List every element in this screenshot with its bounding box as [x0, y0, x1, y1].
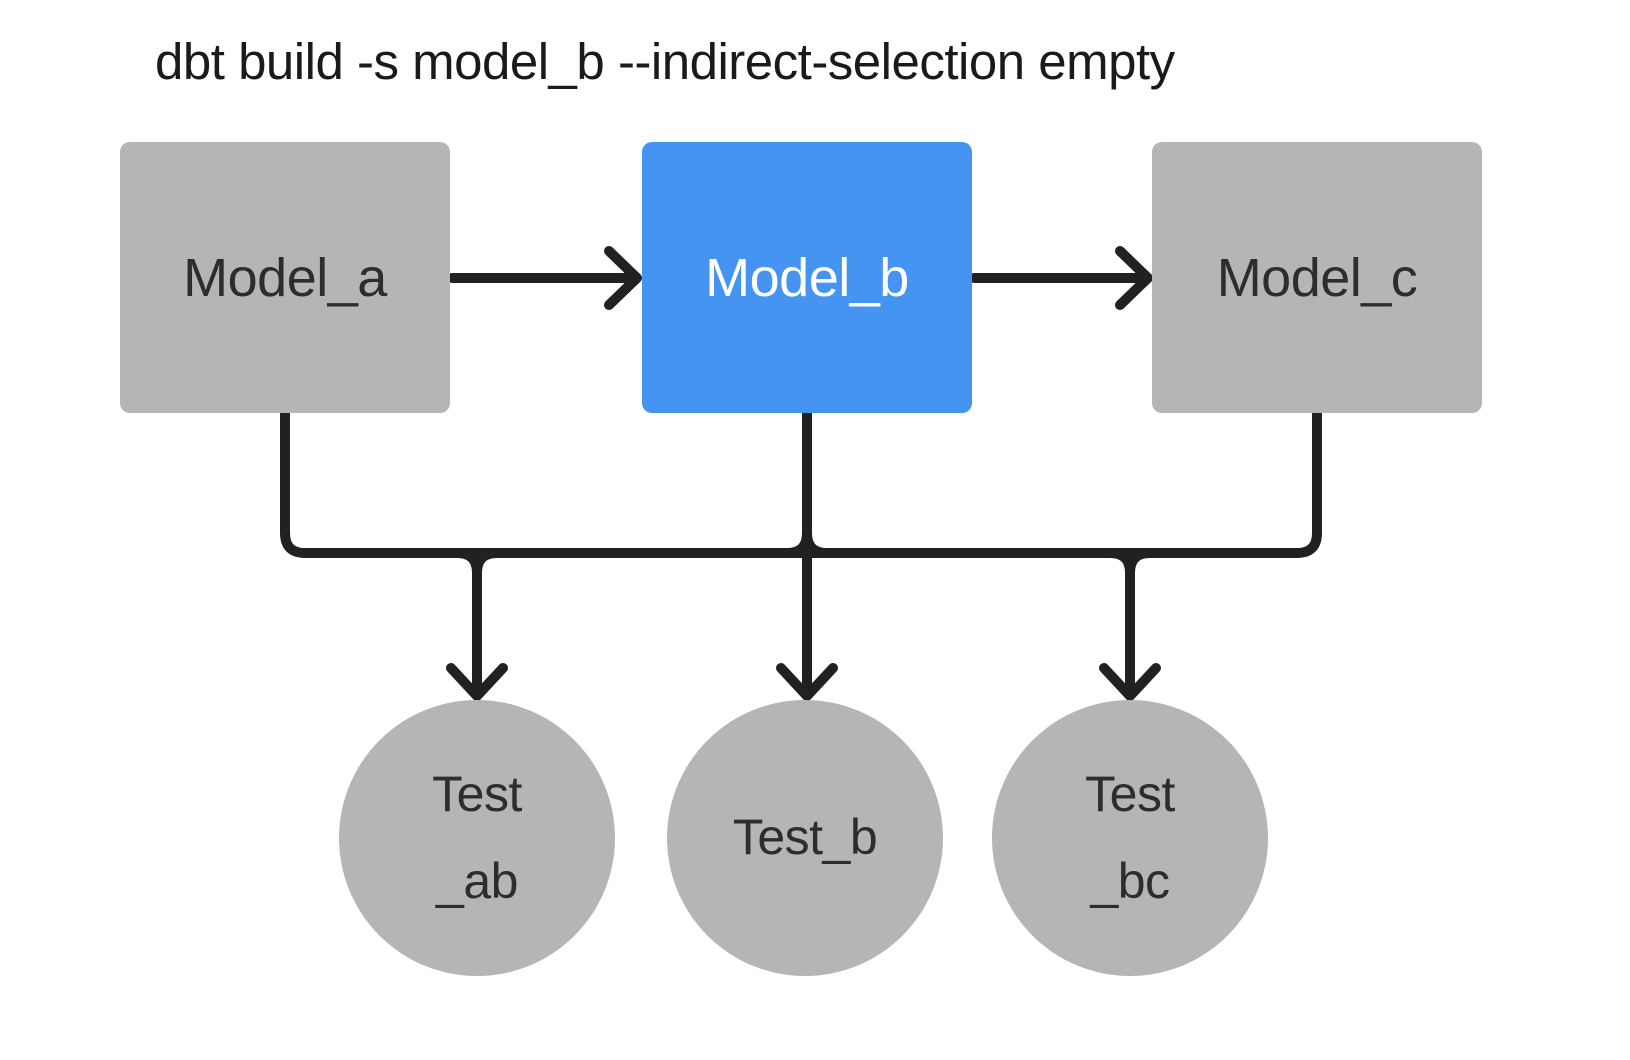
- edge-model-b-to-test-b: [782, 408, 832, 699]
- node-model-b-label: Model_b: [705, 247, 909, 308]
- node-test-ab: Test _ab: [339, 700, 615, 976]
- node-model-a-label: Model_a: [183, 247, 387, 308]
- node-test-bc: Test _bc: [992, 700, 1268, 976]
- arrowhead-test-ab: [446, 663, 508, 701]
- node-model-c: Model_c: [1152, 142, 1482, 413]
- edge-models-to-tests-bus: [280, 408, 1322, 558]
- edge-bus-branch-test-ab: [452, 548, 502, 699]
- arrowhead-test-bc: [1099, 663, 1161, 701]
- node-test-ab-label-line2: _ab: [436, 853, 518, 909]
- node-test-b-label-line1: Test_b: [732, 809, 878, 866]
- arrowhead-test-b: [776, 663, 838, 701]
- edge-bus-branch-test-bc: [1105, 548, 1155, 699]
- arrowhead-model-c: [1115, 246, 1153, 310]
- node-test-ab-label-line1: Test: [432, 765, 522, 822]
- node-test-bc-label-line1: Test: [1085, 765, 1175, 822]
- node-test-bc-label-line2: _bc: [1090, 853, 1170, 909]
- node-model-b-selected: Model_b: [642, 142, 972, 413]
- arrowhead-model-b: [604, 246, 642, 310]
- node-test-b: Test_b: [667, 700, 943, 976]
- node-model-a: Model_a: [120, 142, 450, 413]
- page-title: dbt build -s model_b --indirect-selectio…: [155, 33, 1175, 90]
- node-model-c-label: Model_c: [1216, 247, 1418, 308]
